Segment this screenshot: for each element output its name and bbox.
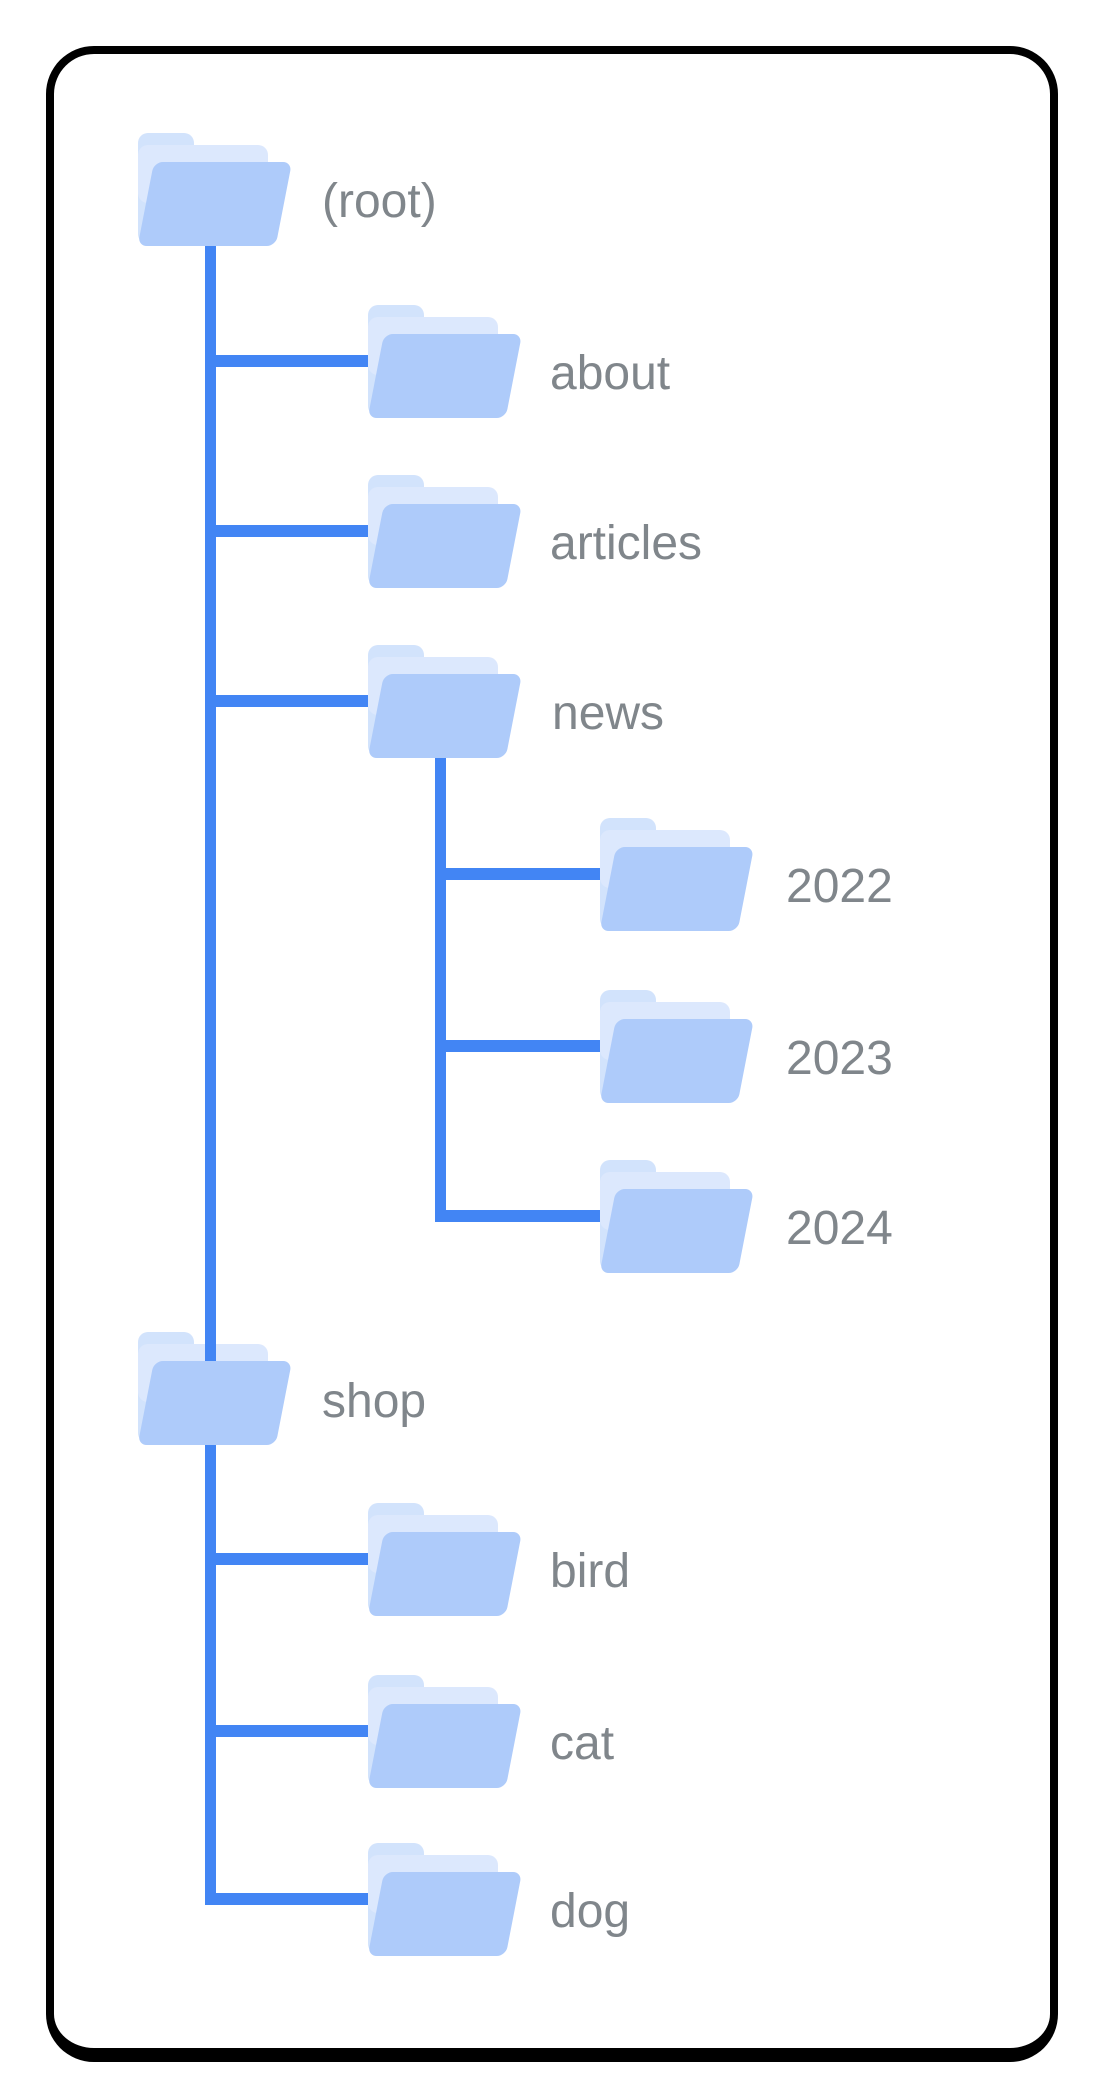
- label-root: (root): [322, 175, 437, 228]
- folder-front: [599, 1019, 754, 1103]
- label-bird: bird: [550, 1545, 631, 1598]
- label-news: news: [552, 687, 665, 740]
- folder-icon-shop: [137, 1332, 294, 1445]
- folder-front: [367, 1532, 522, 1616]
- connector-branch-2024: [437, 1210, 612, 1222]
- folder-front: [599, 847, 754, 931]
- connector-trunk-root: [205, 246, 216, 1905]
- diagram-frame: [46, 46, 1058, 2062]
- folder-front: [367, 334, 522, 418]
- folder-icon-about: [367, 305, 524, 418]
- folder-icon-root: [137, 133, 294, 246]
- label-about: about: [550, 347, 671, 400]
- connector-branch-bird: [206, 1553, 382, 1565]
- folder-icon-cat: [367, 1675, 524, 1788]
- label-2022: 2022: [786, 860, 893, 913]
- label-cat: cat: [550, 1717, 615, 1770]
- connector-branch-2023: [437, 1040, 612, 1052]
- connector-branch-2022: [437, 868, 612, 880]
- folder-icon-2022: [599, 818, 756, 931]
- folder-front: [367, 674, 522, 758]
- folder-icon-2023: [599, 990, 756, 1103]
- folder-front: [137, 1361, 292, 1445]
- label-2023: 2023: [786, 1032, 893, 1085]
- folder-icon-dog: [367, 1843, 524, 1956]
- folder-front: [367, 504, 522, 588]
- connector-branch-about: [206, 355, 382, 367]
- label-shop: shop: [322, 1375, 427, 1428]
- folder-front: [137, 162, 292, 246]
- folder-icon-news: [367, 645, 524, 758]
- label-dog: dog: [550, 1885, 631, 1938]
- connector-trunk-news: [435, 755, 446, 1222]
- folder-front: [367, 1704, 522, 1788]
- folder-front: [599, 1189, 754, 1273]
- connector-branch-articles: [206, 525, 382, 537]
- folder-icon-bird: [367, 1503, 524, 1616]
- label-articles: articles: [550, 517, 703, 570]
- connector-branch-cat: [206, 1725, 382, 1737]
- label-2024: 2024: [786, 1202, 893, 1255]
- folder-icon-articles: [367, 475, 524, 588]
- connector-branch-dog: [206, 1893, 382, 1905]
- folder-icon-2024: [599, 1160, 756, 1273]
- folder-front: [367, 1872, 522, 1956]
- connector-branch-news: [206, 695, 382, 707]
